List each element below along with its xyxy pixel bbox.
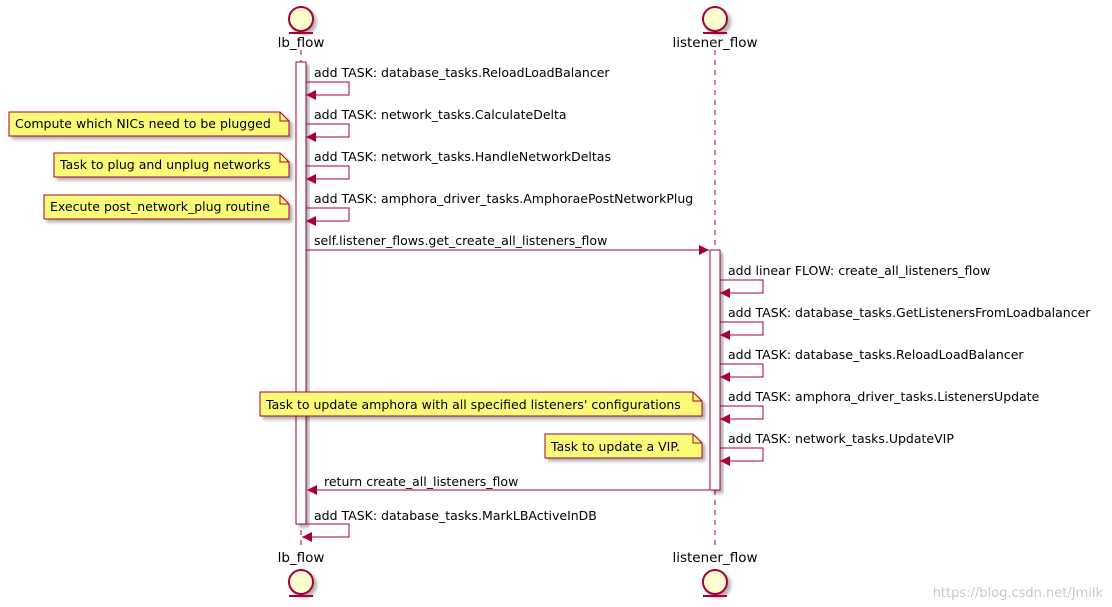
note-text: Task to update amphora with all specifie…	[265, 397, 681, 412]
self-message-update-vip: add TASK: network_tasks.UpdateVIP	[720, 431, 954, 466]
message-label: add TASK: database_tasks.GetListenersFro…	[728, 305, 1091, 320]
participant-label: lb_flow	[278, 550, 325, 566]
note-text: Execute post_network_plug routine	[50, 199, 270, 214]
note-text: Compute which NICs need to be plugged	[15, 116, 271, 131]
listener-flow-entity-bottom: listener_flow	[672, 550, 758, 597]
message-get-create-all-listeners-flow: self.listener_flows.get_create_all_liste…	[306, 233, 709, 255]
note-post-network-plug: Execute post_network_plug routine	[43, 194, 290, 220]
self-message-linear-flow: add linear FLOW: create_all_listeners_fl…	[720, 263, 990, 298]
message-label: add TASK: database_tasks.MarkLBActiveInD…	[314, 508, 597, 523]
watermark: https://blog.csdn.net/Jmilk	[933, 586, 1104, 601]
self-message-mark-lb-active: add TASK: database_tasks.MarkLBActiveInD…	[302, 508, 597, 542]
message-label: add linear FLOW: create_all_listeners_fl…	[728, 263, 990, 278]
note-plug-unplug: Task to plug and unplug networks	[53, 152, 290, 178]
message-label: add TASK: network_tasks.CalculateDelta	[314, 107, 567, 122]
self-message-calculate-delta: add TASK: network_tasks.CalculateDelta	[306, 107, 567, 142]
entity-icon	[288, 569, 314, 595]
message-label: add TASK: network_tasks.UpdateVIP	[728, 431, 954, 446]
note-update-amphora: Task to update amphora with all specifie…	[259, 391, 703, 417]
message-label: add TASK: amphora_driver_tasks.AmphoraeP…	[314, 191, 693, 206]
note-text: Task to plug and unplug networks	[59, 157, 271, 172]
listener-flow-entity-top: listener_flow	[672, 6, 758, 51]
self-message-handle-network-deltas: add TASK: network_tasks.HandleNetworkDel…	[306, 149, 611, 184]
self-message-reload-lb: add TASK: database_tasks.ReloadLoadBalan…	[306, 65, 610, 100]
note-update-vip: Task to update a VIP.	[544, 433, 703, 459]
listener-flow-activation	[709, 249, 721, 491]
self-message-reload-lb-2: add TASK: database_tasks.ReloadLoadBalan…	[720, 347, 1024, 382]
note-compute-nics: Compute which NICs need to be plugged	[8, 111, 290, 137]
participant-label: listener_flow	[672, 550, 757, 566]
note-text: Task to update a VIP.	[550, 439, 680, 454]
message-label: self.listener_flows.get_create_all_liste…	[314, 233, 607, 248]
participant-label: lb_flow	[278, 35, 325, 51]
lb-flow-entity-bottom: lb_flow	[278, 550, 325, 597]
message-label: add TASK: amphora_driver_tasks.Listeners…	[728, 389, 1040, 404]
message-label: return create_all_listeners_flow	[324, 474, 518, 489]
entity-icon	[702, 6, 728, 32]
entity-icon	[702, 569, 728, 595]
lb-flow-entity-top: lb_flow	[278, 6, 325, 51]
self-message-get-listeners: add TASK: database_tasks.GetListenersFro…	[720, 305, 1091, 340]
participant-label: listener_flow	[672, 35, 757, 51]
message-label: add TASK: database_tasks.ReloadLoadBalan…	[314, 65, 610, 80]
self-message-post-network-plug: add TASK: amphora_driver_tasks.AmphoraeP…	[306, 191, 693, 226]
message-label: add TASK: network_tasks.HandleNetworkDel…	[314, 149, 611, 164]
message-return: return create_all_listeners_flow	[307, 474, 710, 495]
message-label: add TASK: database_tasks.ReloadLoadBalan…	[728, 347, 1024, 362]
self-message-listeners-update: add TASK: amphora_driver_tasks.Listeners…	[720, 389, 1040, 424]
entity-icon	[288, 6, 314, 32]
lb-flow-activation	[295, 61, 307, 525]
